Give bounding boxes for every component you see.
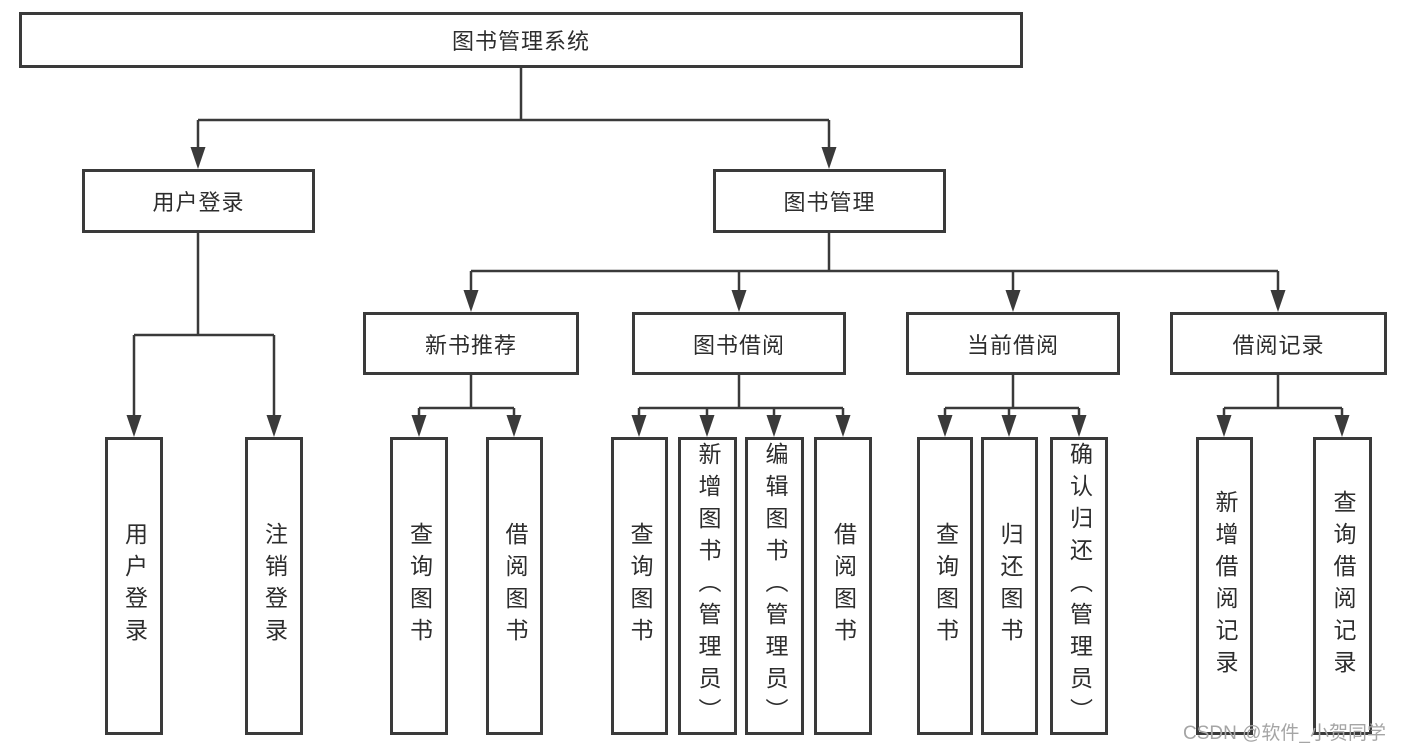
csdn-watermark: CSDN @软件_小贺同学 bbox=[1183, 723, 1386, 744]
leaf-user-login: 用户登录 bbox=[105, 437, 163, 735]
leaf-borrow-books-2: 借阅图书 bbox=[814, 437, 872, 735]
leaf-edit-books-admin-label: 编辑图书（管理员） bbox=[762, 442, 788, 730]
leaf-query-books-3: 查询图书 bbox=[917, 437, 973, 735]
node-book-management: 图书管理 bbox=[713, 169, 946, 233]
leaf-return-books-label: 归还图书 bbox=[997, 522, 1023, 650]
leaf-borrow-books-2-label: 借阅图书 bbox=[830, 522, 857, 650]
leaf-query-books-3-label: 查询图书 bbox=[932, 522, 959, 650]
node-new-book-recommend: 新书推荐 bbox=[363, 312, 579, 375]
node-borrow-records: 借阅记录 bbox=[1170, 312, 1387, 375]
node-current-borrow: 当前借阅 bbox=[906, 312, 1120, 375]
leaf-edit-books-admin: 编辑图书（管理员） bbox=[745, 437, 804, 735]
arrowheads bbox=[126, 147, 1350, 437]
leaf-logout: 注销登录 bbox=[245, 437, 303, 735]
leaf-add-borrow-record: 新增借阅记录 bbox=[1196, 437, 1253, 735]
leaf-confirm-return-admin-label: 确认归还（管理员） bbox=[1066, 442, 1093, 730]
leaf-add-books-admin-label: 新增图书（管理员） bbox=[695, 442, 721, 730]
leaf-query-books-1-label: 查询图书 bbox=[406, 522, 433, 650]
leaf-borrow-books-1-label: 借阅图书 bbox=[502, 522, 528, 650]
leaf-borrow-books-1: 借阅图书 bbox=[486, 437, 543, 735]
leaf-logout-label: 注销登录 bbox=[261, 522, 288, 650]
leaf-return-books: 归还图书 bbox=[981, 437, 1038, 735]
connector-strokes bbox=[132, 68, 1344, 417]
leaf-query-borrow-record-label: 查询借阅记录 bbox=[1330, 490, 1356, 682]
leaf-query-books-2-label: 查询图书 bbox=[627, 522, 653, 650]
leaf-query-books-2: 查询图书 bbox=[611, 437, 668, 735]
leaf-add-borrow-record-label: 新增借阅记录 bbox=[1212, 490, 1238, 682]
node-root-library-system: 图书管理系统 bbox=[19, 12, 1023, 68]
leaf-query-borrow-record: 查询借阅记录 bbox=[1313, 437, 1372, 735]
leaf-confirm-return-admin: 确认归还（管理员） bbox=[1050, 437, 1108, 735]
node-book-borrow: 图书借阅 bbox=[632, 312, 846, 375]
leaf-query-books-1: 查询图书 bbox=[390, 437, 448, 735]
leaf-add-books-admin: 新增图书（管理员） bbox=[678, 437, 737, 735]
node-user-login: 用户登录 bbox=[82, 169, 315, 233]
leaf-user-login-label: 用户登录 bbox=[121, 522, 148, 650]
